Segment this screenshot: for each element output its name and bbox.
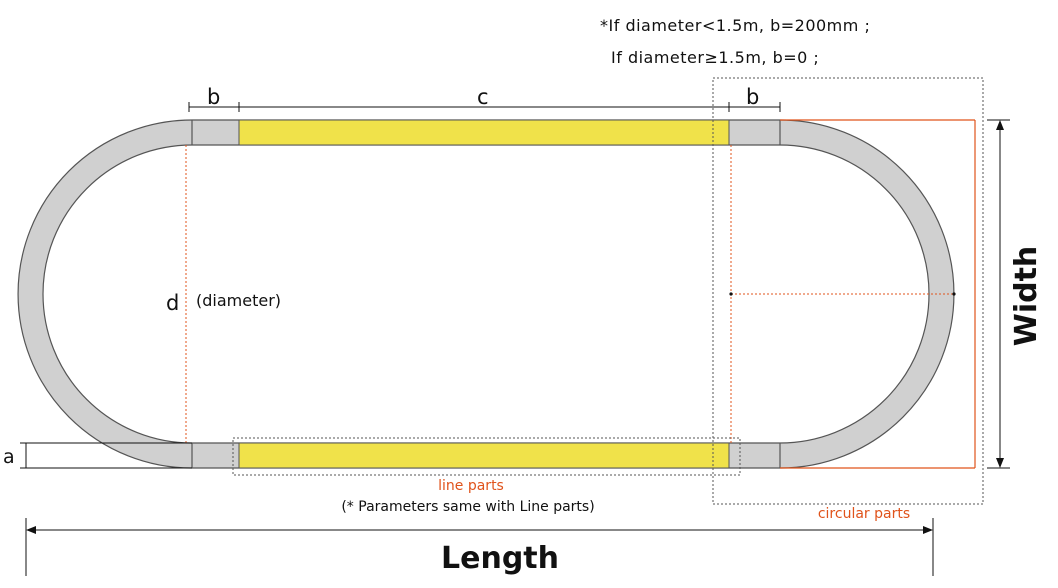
dim-length-arrow-right: [923, 526, 933, 534]
note-line-2: If diameter≥1.5m, b=0 ;: [611, 48, 819, 67]
track-band: [17, 119, 955, 469]
dim-width-arrow-top: [996, 120, 1004, 130]
line-part-bottom: [238, 442, 730, 469]
label-d: d: [166, 291, 179, 315]
edge-dot: [952, 292, 956, 296]
label-c: c: [477, 85, 489, 109]
label-circular-parts: circular parts: [818, 506, 910, 522]
label-b-left: b: [207, 85, 220, 109]
label-diameter: (diameter): [196, 291, 281, 310]
note-line-1: *If diameter<1.5m, b=200mm ;: [600, 16, 870, 35]
dim-width-arrow-bottom: [996, 458, 1004, 468]
label-a: a: [3, 446, 15, 468]
label-b-right: b: [746, 85, 759, 109]
center-dot: [729, 292, 733, 296]
line-part-top: [238, 119, 730, 146]
label-params-note: (* Parameters same with Line parts): [341, 499, 594, 515]
label-line-parts: line parts: [438, 478, 504, 494]
line-parts-box: [232, 437, 741, 476]
label-width: Width: [1009, 246, 1044, 347]
label-length: Length: [441, 541, 559, 576]
dim-length-arrow-left: [26, 526, 36, 534]
